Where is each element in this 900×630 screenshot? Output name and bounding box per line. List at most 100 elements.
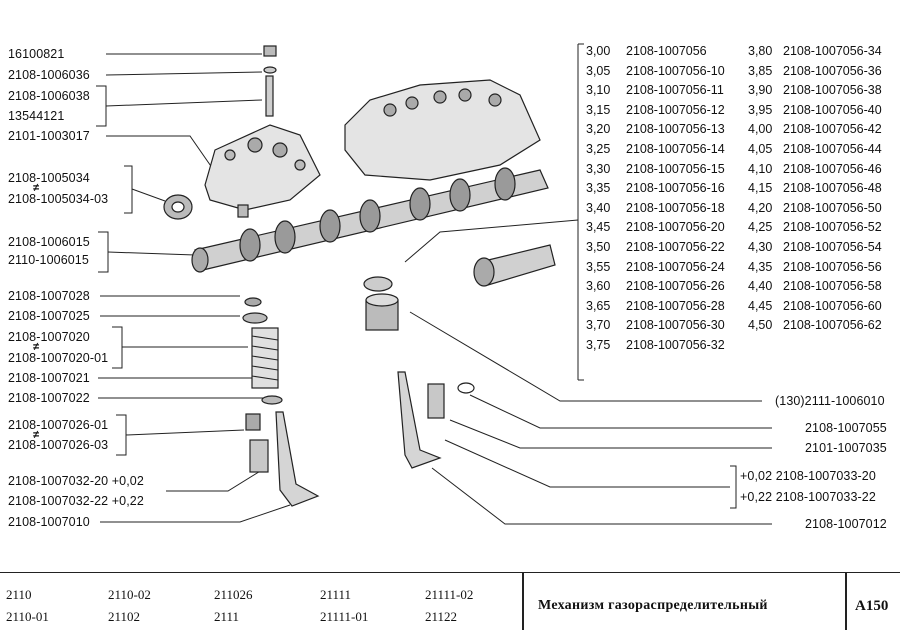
label-guide-seal: 2108-1007055 <box>805 421 887 435</box>
shim-size: 4,30 <box>748 240 773 254</box>
shim-size: 3,55 <box>586 259 611 274</box>
label-seal-a: 2108-1005034 <box>8 171 90 185</box>
label-outer-spring-b: 2108-1007020-01 <box>8 351 109 365</box>
label-exhaust-guide-b: +0,22 2108-1007033-22 <box>740 490 876 504</box>
shim-size: 4,45 <box>748 298 773 313</box>
shim-size: 4,05 <box>748 142 773 156</box>
leader-line <box>125 429 245 436</box>
circlip-part <box>457 382 475 394</box>
shim-part-number: 2108-1007056-13 <box>626 122 725 137</box>
shim-size: 4,20 <box>748 200 773 215</box>
shim-size: 3,80 <box>748 44 773 58</box>
model-code: 2111 <box>214 609 240 624</box>
valve-guide-part <box>249 439 269 473</box>
shim-part-number: 2108-1007056-44 <box>783 142 882 156</box>
intake-valve-part <box>275 411 320 507</box>
shim-part-number: 2108-1007056-38 <box>783 83 882 98</box>
shim-part-number: 2108-1007056-10 <box>626 63 725 78</box>
shim-size: 3,65 <box>586 298 611 313</box>
not-interchangeable-mark: ≠ <box>33 182 40 194</box>
label-washer: 2108-1006036 <box>8 68 90 82</box>
shim-part-number: 2108-1007056-22 <box>626 240 725 254</box>
model-code: 21111 <box>320 587 352 602</box>
model-code: 2110-02 <box>108 587 151 602</box>
shim-size: 3,95 <box>748 102 773 117</box>
label-valve-seal-b: 2108-1007026-03 <box>8 438 109 452</box>
shim-part-number: 2108-1007056-52 <box>783 220 882 235</box>
shim-size: 3,90 <box>748 83 773 98</box>
shim-size: 4,10 <box>748 161 773 176</box>
label-bushing: 2101-1003017 <box>8 129 90 143</box>
label-seal-b: 2108-1005034-03 <box>8 192 109 206</box>
parts-illustration <box>96 43 772 525</box>
label-tappet: (130)2111-1006010 <box>775 394 885 408</box>
shim-part-number: 2108-1007056-26 <box>626 279 725 294</box>
shim-size: 3,15 <box>586 102 611 117</box>
shim-size: 3,50 <box>586 240 611 254</box>
shim-size: 3,00 <box>586 44 611 58</box>
bracket <box>112 326 123 369</box>
model-code: 211026 <box>214 587 253 602</box>
footer-divider <box>522 573 524 630</box>
nut-part <box>263 45 277 57</box>
shim-part-number: 2108-1007056-54 <box>783 240 882 254</box>
label-inner-spring: 2108-1007021 <box>8 371 90 385</box>
shim-part-number: 2108-1007056-18 <box>626 200 725 215</box>
leader-line <box>131 188 166 202</box>
shim-size: 3,35 <box>586 181 611 196</box>
shim-part-number: 2108-1007056-46 <box>783 161 882 176</box>
shim-size: 4,40 <box>748 279 773 294</box>
cracker-part <box>244 297 262 307</box>
page-code: A150 <box>855 598 889 614</box>
label-nut: 16100821 <box>8 47 65 61</box>
label-circlip: 2101-1007035 <box>805 441 887 455</box>
leader-line <box>449 419 772 449</box>
shim-part-number: 2108-1007056-12 <box>626 102 725 117</box>
leader-line <box>105 99 263 107</box>
leader-line <box>107 251 196 256</box>
leader-line <box>105 71 263 76</box>
shim-size: 3,45 <box>586 220 611 235</box>
exhaust-guide-part <box>427 383 445 419</box>
exhaust-valve-part <box>397 371 442 469</box>
label-intake-valve: 2108-1007010 <box>8 515 90 529</box>
leader-line <box>444 439 730 488</box>
label-valve-seal-a: 2108-1007026-01 <box>8 418 109 432</box>
shim-part-number: 2108-1007056-42 <box>783 122 882 137</box>
leader-line <box>431 467 772 525</box>
shim-part-number: 2108-1007056-24 <box>626 259 725 274</box>
stud-part <box>265 75 274 117</box>
label-guide-b: 2108-1007032-22 +0,22 <box>8 494 144 508</box>
shim-part-number: 2108-1007056-34 <box>783 44 882 58</box>
not-interchangeable-mark: ≠ <box>33 429 40 441</box>
label-camshaft-b: 2110-1006015 <box>8 253 89 267</box>
label-exhaust-valve: 2108-1007012 <box>805 517 887 531</box>
shim-size: 4,50 <box>748 318 773 333</box>
label-exhaust-guide-a: +0,02 2108-1007033-20 <box>740 469 876 483</box>
shim-size: 4,25 <box>748 220 773 235</box>
spring-plate-part <box>242 312 268 324</box>
bearing-cap-part <box>204 124 321 211</box>
shim-part-number: 2108-1007056-28 <box>626 298 725 313</box>
shim-size: 3,85 <box>748 63 773 78</box>
shim-part-number: 2108-1007056-14 <box>626 142 725 156</box>
label-cracker: 2108-1007028 <box>8 289 90 303</box>
shim-part-number: 2108-1007056-11 <box>626 83 724 98</box>
shim-size: 3,10 <box>586 83 611 98</box>
shim-part-number: 2108-1007056-62 <box>783 318 882 333</box>
model-code: 2110 <box>6 587 32 602</box>
bracket <box>730 465 737 509</box>
footer-divider <box>845 573 847 630</box>
model-code: 21111-01 <box>320 609 369 624</box>
shim-part-number: 2108-1007056-20 <box>626 220 725 235</box>
footer-stamp: 2110 2110-01 2110-02 21102 211026 2111 2… <box>0 572 900 630</box>
shim-part-number: 2108-1007056-40 <box>783 102 882 117</box>
bracket <box>116 414 127 456</box>
shim-size: 4,35 <box>748 259 773 274</box>
shim-part-number: 2108-1007056-58 <box>783 279 882 294</box>
model-code: 21102 <box>108 609 141 624</box>
shim-size: 3,40 <box>586 200 611 215</box>
shim-part-number: 2108-1007056-56 <box>783 259 882 274</box>
valve-seal-part <box>245 413 261 431</box>
